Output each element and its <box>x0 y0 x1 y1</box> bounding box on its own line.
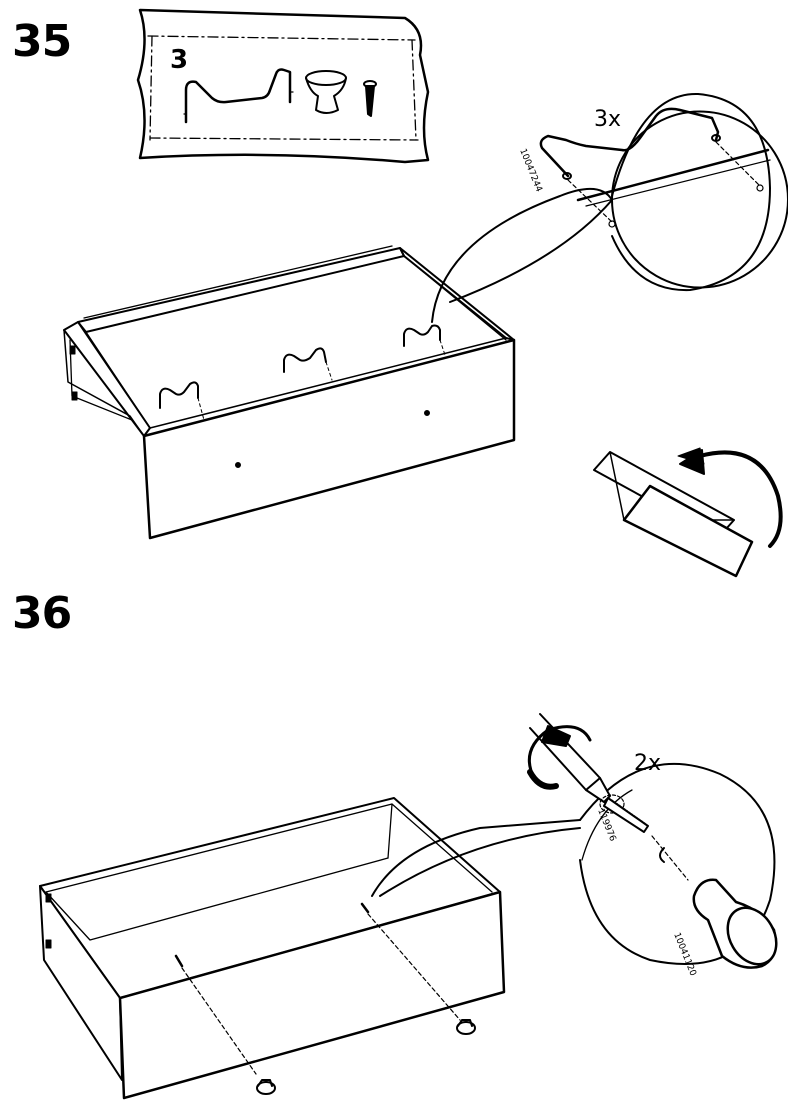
knob-icon <box>256 1019 476 1095</box>
part-number-10047244: 10047244 <box>517 147 544 193</box>
detail-multiplier-36: 2x <box>634 751 661 776</box>
rotate-arrow-icon <box>527 725 592 790</box>
drawer-36 <box>39 797 506 1100</box>
wire-handles-installed <box>159 324 447 421</box>
drawer-35 <box>63 245 516 540</box>
knob-icon <box>305 70 347 114</box>
detail-callout-35: 3x 10047244 <box>431 92 788 323</box>
flip-arrow-icon <box>593 447 783 578</box>
parts-bag: 3 <box>136 8 430 164</box>
wire-handle-icon <box>183 68 294 124</box>
screw-icon <box>363 80 377 117</box>
screw-icon <box>174 902 461 1075</box>
detail-callout-36: 2x 119976 10041120 <box>371 713 778 978</box>
bag-quantity: 3 <box>170 45 188 75</box>
detail-multiplier-35: 3x <box>594 107 621 132</box>
step-number-35: 35 <box>12 16 72 67</box>
step-number-36: 36 <box>12 588 72 639</box>
part-number-10041120: 10041120 <box>671 931 698 977</box>
